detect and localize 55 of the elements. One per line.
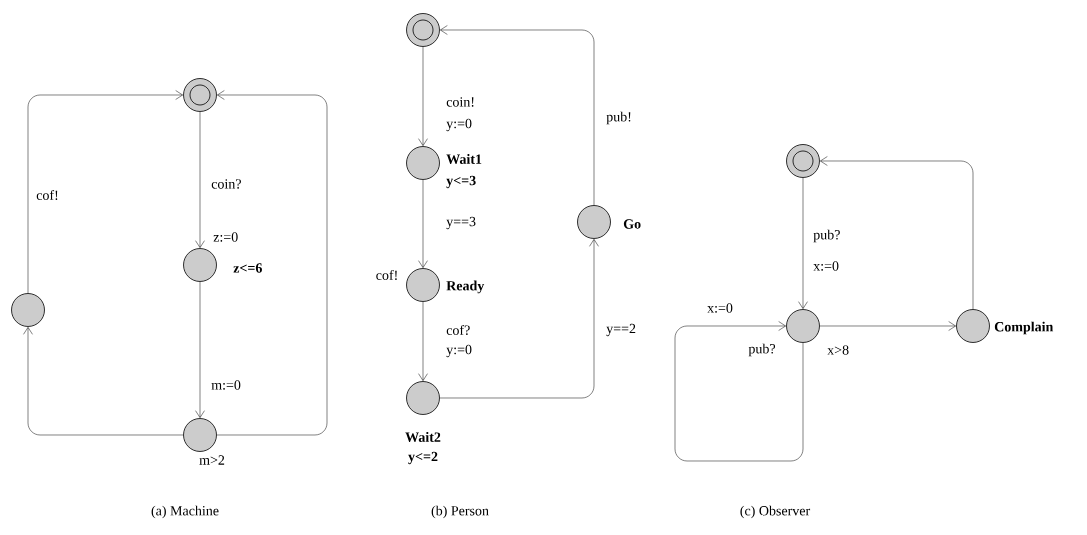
state-label: Wait1 — [446, 154, 482, 164]
transition-arrow — [674, 321, 804, 462]
state-label: Go — [623, 219, 641, 229]
transition-arrow — [798, 177, 808, 309]
transition-arrow — [195, 111, 205, 248]
state-circle — [183, 418, 217, 452]
transition-arrow — [819, 321, 956, 331]
state-label: Complain — [994, 321, 1054, 335]
panel-caption: (c) Observer — [740, 505, 811, 519]
transition-arrow — [27, 90, 183, 294]
state-label: z<=6 — [233, 263, 262, 273]
state-circle — [406, 268, 440, 302]
transition-arrow — [195, 281, 205, 418]
panel-caption: (b) Person — [431, 505, 489, 519]
edge-label: pub? — [813, 229, 840, 243]
transition-arrow — [418, 301, 428, 381]
transition-arrow — [418, 179, 428, 268]
state-label: y<=3 — [446, 175, 476, 189]
transition-arrow — [216, 90, 328, 436]
edge-label: coin? — [211, 179, 241, 189]
transition-arrow — [418, 46, 428, 146]
state-circle — [183, 248, 217, 282]
edge-label: m>2 — [199, 455, 225, 465]
assignment-label: x:=0 — [813, 261, 839, 271]
initial-state — [406, 13, 440, 47]
edge-label: cof! — [376, 269, 397, 281]
edge-label: x>8 — [827, 345, 849, 355]
state-label: Wait2 — [405, 432, 441, 442]
transition-arrow — [23, 327, 184, 436]
state-label: y<=2 — [408, 451, 438, 465]
transition-arrow — [440, 25, 595, 206]
state-circle — [11, 293, 45, 327]
panel-caption: (a) Machine — [151, 505, 219, 519]
assignment-label: y:=0 — [446, 344, 472, 358]
edge-label: m:=0 — [211, 380, 241, 390]
edge-label: y==3 — [446, 216, 476, 230]
assignment-label: z:=0 — [213, 232, 238, 242]
initial-state — [183, 78, 217, 112]
edge-label: y==2 — [606, 323, 636, 337]
state-circle — [786, 309, 820, 343]
edge-label: pub? — [748, 343, 776, 357]
state-circle — [956, 309, 990, 343]
initial-state — [786, 144, 820, 178]
edge-label: pub! — [606, 111, 631, 125]
state-circle — [406, 381, 440, 415]
state-circle — [406, 146, 440, 180]
assignment-label: y:=0 — [446, 118, 472, 132]
transition-arrow — [439, 239, 599, 399]
edge-label: coin! — [446, 97, 474, 107]
edge-label: cof? — [446, 324, 470, 336]
transition-arrow — [820, 156, 974, 310]
edge-label: cof! — [36, 189, 58, 201]
state-label: Ready — [446, 280, 485, 294]
assignment-label: x:=0 — [707, 303, 733, 313]
state-circle — [577, 205, 611, 239]
